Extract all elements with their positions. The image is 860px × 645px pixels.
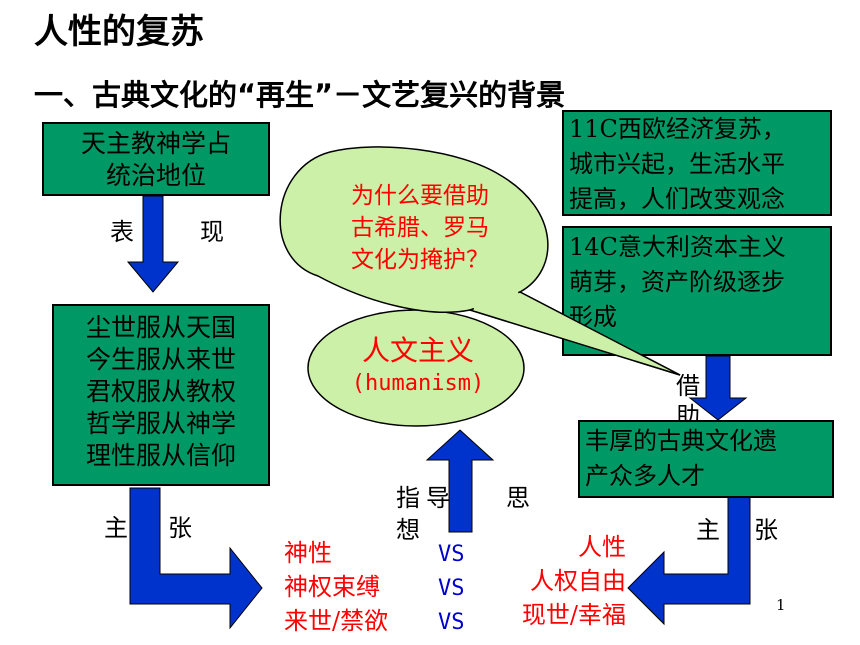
bubble-question: 为什么要借助 古希腊、罗马 文化为掩护？ bbox=[330, 180, 510, 276]
compare-right-1: 人性 bbox=[578, 533, 626, 561]
bubble-line-1: 为什么要借助 bbox=[351, 183, 489, 209]
compare-left-2: 神权束缚 bbox=[284, 573, 380, 601]
economy-line-2: 城市兴起，生活水平 bbox=[569, 150, 785, 178]
submission-line-3: 君权服从教权 bbox=[85, 377, 236, 406]
humanism-label: 人文主义 (humanism) bbox=[320, 334, 516, 400]
label-zhu-right: 主 bbox=[696, 516, 720, 544]
l-arrow-left bbox=[129, 487, 263, 630]
label-jie: 借 bbox=[676, 372, 700, 400]
submission-line-1: 尘世服从天国 bbox=[85, 313, 236, 342]
classical-heritage-box: 丰厚的古典文化遗 产众多人才 bbox=[578, 420, 834, 498]
vs-2: VS bbox=[438, 576, 465, 601]
compare-right-3: 现世/幸福 bbox=[521, 601, 626, 629]
compare-left-column: 神性 神权束缚 来世/禁欲 bbox=[284, 536, 388, 638]
capitalism-line-2: 萌芽，资产阶级逐步 bbox=[569, 268, 785, 296]
label-dao: 导 bbox=[426, 484, 450, 512]
page-title: 人性的复苏 bbox=[34, 12, 204, 52]
compare-vs-column: VS VS VS bbox=[438, 538, 465, 640]
label-xiang: 想 bbox=[396, 516, 420, 544]
page-number: 1 bbox=[776, 596, 786, 614]
label-zhi: 指 bbox=[396, 484, 420, 512]
submission-list-box: 尘世服从天国 今生服从来世 君权服从教权 哲学服从神学 理性服从信仰 bbox=[52, 304, 270, 486]
down-arrow-right bbox=[688, 355, 748, 421]
compare-right-column: 人性 人权自由 现世/幸福 bbox=[492, 530, 626, 632]
theology-line-2: 统治地位 bbox=[105, 161, 206, 190]
bubble-line-2: 古希腊、罗马 bbox=[351, 215, 489, 241]
compare-left-3: 来世/禁欲 bbox=[284, 607, 389, 635]
capitalism-box: 14C意大利资本主义 萌芽，资产阶级逐步 形成 bbox=[562, 226, 832, 356]
page-subtitle: 一、古典文化的“再生”－文艺复兴的背景 bbox=[34, 78, 566, 112]
economy-recovery-box: 11C西欧经济复苏， 城市兴起，生活水平 提高，人们改变观念 bbox=[562, 110, 832, 216]
up-arrow-center bbox=[425, 429, 495, 533]
theology-line-1: 天主教神学占 bbox=[80, 129, 231, 158]
capitalism-line-1: 14C意大利资本主义 bbox=[569, 233, 786, 261]
label-xian: 现 bbox=[200, 218, 224, 246]
vs-1: VS bbox=[438, 542, 465, 567]
l-arrow-right bbox=[627, 495, 751, 626]
label-zhu-left: 主 bbox=[104, 514, 128, 542]
submission-line-5: 理性服从信仰 bbox=[85, 441, 236, 470]
label-zhang-right: 张 bbox=[754, 516, 778, 544]
compare-left-1: 神性 bbox=[284, 539, 332, 567]
bubble-line-3: 文化为掩护？ bbox=[351, 247, 489, 273]
question-bubble bbox=[279, 146, 681, 376]
heritage-line-2: 产众多人才 bbox=[585, 462, 705, 490]
submission-line-2: 今生服从来世 bbox=[85, 345, 236, 374]
label-zhang-left: 张 bbox=[168, 514, 192, 542]
economy-line-3: 提高，人们改变观念 bbox=[569, 185, 785, 213]
vs-3: VS bbox=[438, 610, 465, 635]
humanism-cn: 人文主义 bbox=[361, 334, 474, 367]
humanism-en: (humanism) bbox=[351, 371, 485, 396]
economy-line-1: 11C西欧经济复苏， bbox=[569, 115, 786, 143]
bubble-tail bbox=[467, 291, 681, 376]
heritage-line-1: 丰厚的古典文化遗 bbox=[585, 427, 777, 455]
compare-right-2: 人权自由 bbox=[530, 567, 626, 595]
down-arrow-left bbox=[126, 195, 180, 293]
theology-dominance-box: 天主教神学占 统治地位 bbox=[42, 122, 270, 196]
submission-line-4: 哲学服从神学 bbox=[85, 409, 236, 438]
label-si: 思 bbox=[506, 484, 530, 512]
label-biao: 表 bbox=[110, 218, 134, 246]
